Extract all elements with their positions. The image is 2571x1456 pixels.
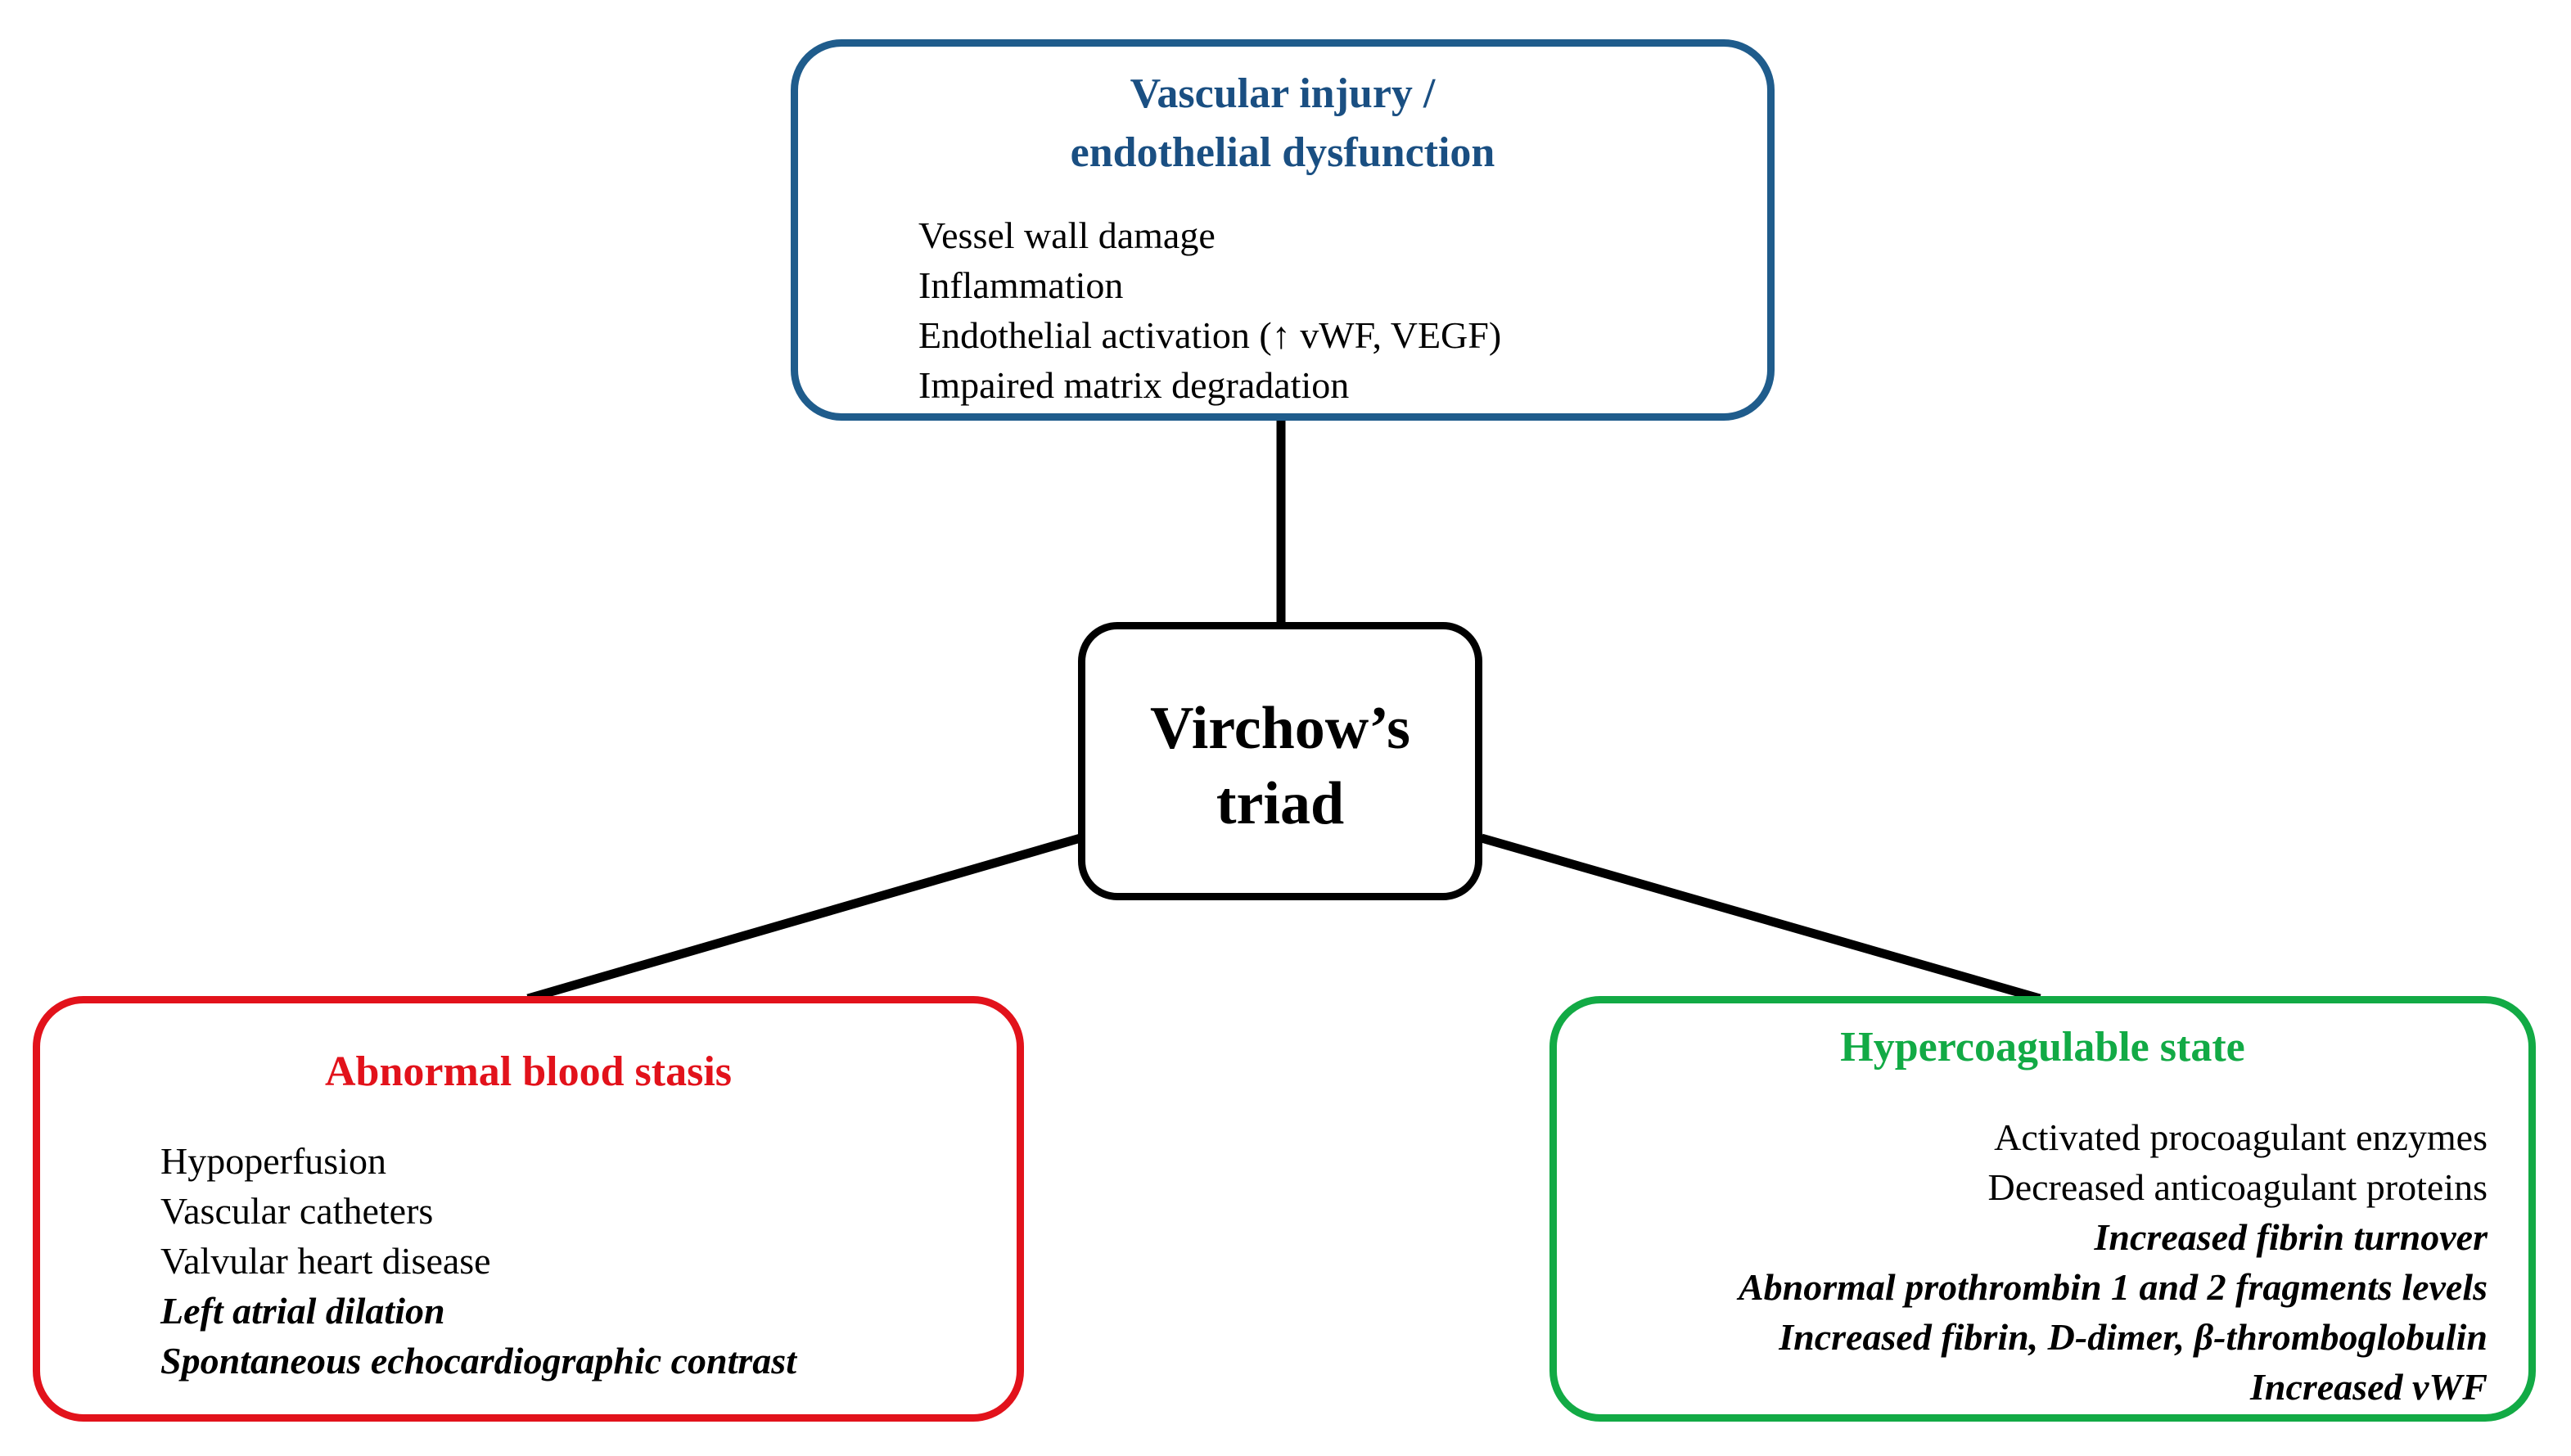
hypercoagulable-item-emphasized: Abnormal prothrombin 1 and 2 fragments l…: [1738, 1266, 2488, 1308]
vascular-item: Impaired matrix degradation: [918, 364, 1350, 406]
stasis-item-emphasized: Spontaneous echocardiographic contrast: [160, 1340, 796, 1382]
stasis-item: Vascular catheters: [160, 1190, 434, 1232]
stasis-item-emphasized: Left atrial dilation: [160, 1290, 445, 1332]
hypercoagulable-box: Hypercoagulable state Activated procoagu…: [1549, 996, 2536, 1422]
hypercoagulable-item-emphasized: Increased vWF: [2249, 1366, 2488, 1408]
blood-stasis-title: Abnormal blood stasis: [325, 1048, 732, 1095]
virchows-triad-box: Virchow’s triad: [1078, 622, 1482, 900]
vascular-injury-title-line2: endothelial dysfunction: [1070, 129, 1495, 176]
hypercoagulable-list: Activated procoagulant enzymes Decreased…: [1739, 1112, 2488, 1412]
virchows-triad-title: Virchow’s triad: [1085, 691, 1475, 841]
vascular-injury-title: Vascular injury / endothelial dysfunctio…: [798, 65, 1767, 183]
vascular-item: Endothelial activation (↑ vWF, VEGF): [918, 314, 1502, 356]
vascular-item: Inflammation: [918, 264, 1124, 306]
vascular-injury-box: Vascular injury / endothelial dysfunctio…: [791, 39, 1775, 421]
vascular-injury-title-line1: Vascular injury /: [1130, 70, 1436, 117]
connector-center-to-stasis: [526, 833, 1082, 1003]
hypercoagulable-item: Activated procoagulant enzymes: [1994, 1116, 2488, 1158]
blood-stasis-box: Abnormal blood stasis Hypoperfusion Vasc…: [33, 996, 1024, 1422]
stasis-item: Valvular heart disease: [160, 1240, 491, 1282]
connector-center-to-hypercoagulable: [1480, 833, 2041, 1003]
blood-stasis-list: Hypoperfusion Vascular catheters Valvula…: [160, 1136, 796, 1386]
hypercoagulable-item-emphasized: Increased fibrin, D-dimer, β-thromboglob…: [1779, 1316, 2488, 1358]
virchows-triad-title-line2: triad: [1216, 770, 1345, 837]
hypercoagulable-item-emphasized: Increased fibrin turnover: [2094, 1216, 2488, 1258]
stasis-item: Hypoperfusion: [160, 1140, 386, 1182]
virchows-triad-title-line1: Virchow’s: [1150, 695, 1410, 762]
hypercoagulable-item: Decreased anticoagulant proteins: [1987, 1166, 2488, 1208]
hypercoagulable-title: Hypercoagulable state: [1840, 1024, 2245, 1071]
vascular-item: Vessel wall damage: [918, 214, 1216, 256]
vascular-injury-list: Vessel wall damage Inflammation Endothel…: [918, 210, 1501, 410]
